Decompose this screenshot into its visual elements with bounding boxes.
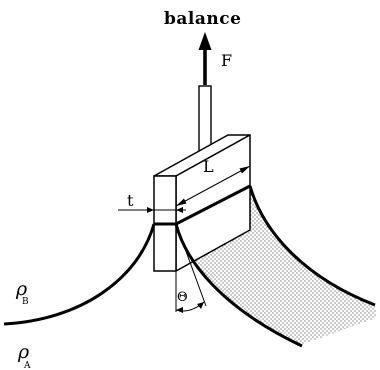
- angle-arc-arrow-right: [197, 302, 204, 309]
- length-label: L: [203, 157, 214, 176]
- density-a-symbol: ρ: [17, 341, 30, 363]
- balance-label: balance: [164, 9, 241, 29]
- thickness-arrow-left: [147, 207, 154, 213]
- density-a-subscript: A: [23, 361, 31, 370]
- density-b-subscript: B: [22, 297, 29, 307]
- angle-arc-arrow-left: [176, 307, 183, 313]
- thickness-arrow-right: [176, 207, 183, 213]
- thickness-label: t: [127, 191, 134, 210]
- length-dimension-line: [175, 165, 251, 207]
- meniscus-left-curve: [3, 223, 156, 326]
- force-label: F: [221, 51, 232, 70]
- density-b-symbol: ρ: [15, 278, 28, 300]
- force-arrow-head: [198, 32, 212, 50]
- length-arrow-right: [239, 166, 250, 174]
- length-arrow-left: [176, 198, 187, 206]
- angle-label: Θ: [177, 290, 188, 305]
- plate-wetting-line: [175, 184, 251, 226]
- angle-tangent-line: [175, 223, 207, 307]
- meniscus-back-curve: [248, 185, 376, 307]
